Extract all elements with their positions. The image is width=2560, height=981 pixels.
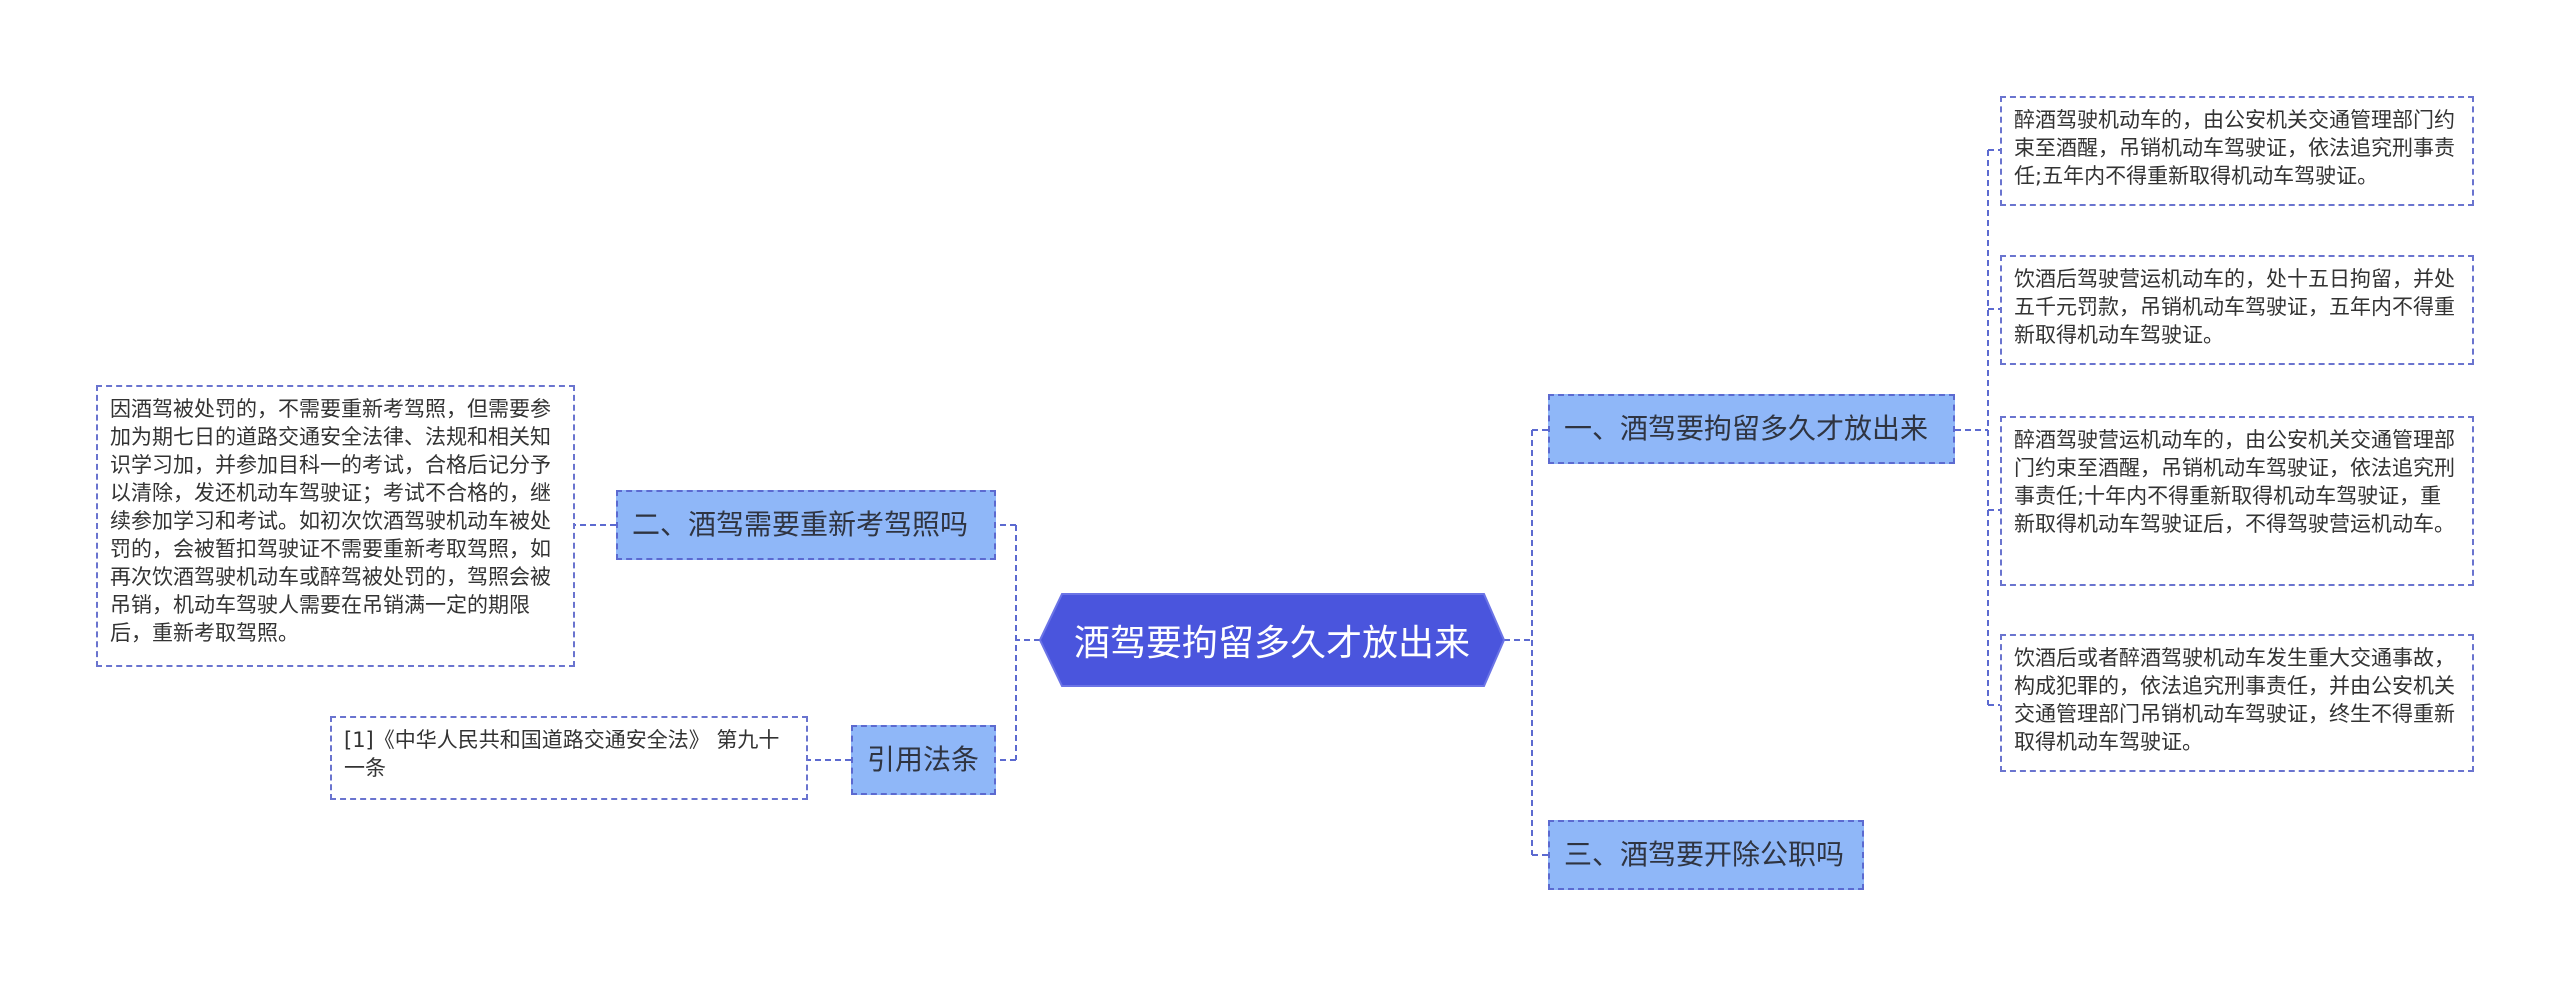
branch-node-3[interactable]: 三、酒驾要开除公职吗 xyxy=(1548,820,1864,890)
leaf-note-3[interactable]: 醉酒驾驶营运机动车的，由公安机关交通管理部门约束至酒醒，吊销机动车驾驶证，依法追… xyxy=(2000,416,2474,586)
leaf-3-text: 醉酒驾驶营运机动车的，由公安机关交通管理部门约束至酒醒，吊销机动车驾驶证，依法追… xyxy=(2014,428,2455,536)
root-node[interactable]: 酒驾要拘留多久才放出来 xyxy=(1040,594,1504,686)
root-label: 酒驾要拘留多久才放出来 xyxy=(1073,623,1470,664)
citation-note-text: [1]《中华人民共和国道路交通安全法》 第九十一条 xyxy=(344,728,780,780)
branch-node-1[interactable]: 一、酒驾要拘留多久才放出来 xyxy=(1548,394,1955,464)
leaf-note-4[interactable]: 饮酒后或者醉酒驾驶机动车发生重大交通事故，构成犯罪的，依法追究刑事责任，并由公安… xyxy=(2000,634,2474,772)
branch-3-label: 三、酒驾要开除公职吗 xyxy=(1564,838,1845,871)
citation-note[interactable]: [1]《中华人民共和国道路交通安全法》 第九十一条 xyxy=(330,716,808,800)
branch-cite-label: 引用法条 xyxy=(867,743,980,776)
branch-node-cite[interactable]: 引用法条 xyxy=(851,725,996,795)
leaf-4-text: 饮酒后或者醉酒驾驶机动车发生重大交通事故，构成犯罪的，依法追究刑事责任，并由公安… xyxy=(2014,646,2455,754)
branch-2-note[interactable]: 因酒驾被处罚的，不需要重新考驾照，但需要参加为期七日的道路交通安全法律、法规和相… xyxy=(96,385,575,667)
root-node-shape xyxy=(1038,593,1506,687)
branch-node-2[interactable]: 二、酒驾需要重新考驾照吗 xyxy=(616,490,996,560)
branch-1-label: 一、酒驾要拘留多久才放出来 xyxy=(1564,412,1929,445)
branch-2-note-text: 因酒驾被处罚的，不需要重新考驾照，但需要参加为期七日的道路交通安全法律、法规和相… xyxy=(110,397,551,645)
leaf-note-1[interactable]: 醉酒驾驶机动车的，由公安机关交通管理部门约束至酒醒，吊销机动车驾驶证，依法追究刑… xyxy=(2000,96,2474,206)
leaf-2-text: 饮酒后驾驶营运机动车的，处十五日拘留，并处五千元罚款，吊销机动车驾驶证，五年内不… xyxy=(2014,267,2455,347)
branch-2-label: 二、酒驾需要重新考驾照吗 xyxy=(632,508,969,541)
leaf-1-text: 醉酒驾驶机动车的，由公安机关交通管理部门约束至酒醒，吊销机动车驾驶证，依法追究刑… xyxy=(2014,108,2455,188)
leaf-note-2[interactable]: 饮酒后驾驶营运机动车的，处十五日拘留，并处五千元罚款，吊销机动车驾驶证，五年内不… xyxy=(2000,255,2474,365)
